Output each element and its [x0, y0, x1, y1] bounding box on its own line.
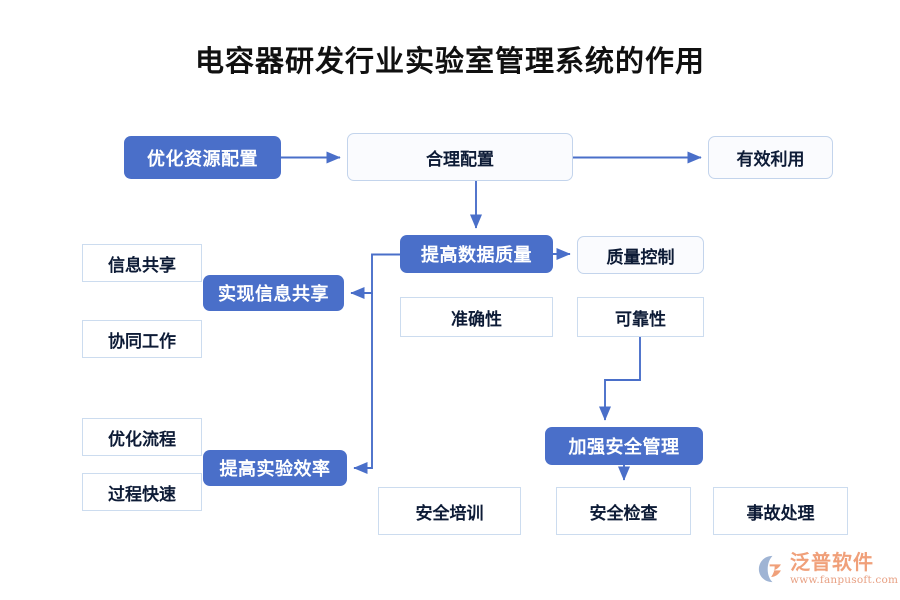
node-accident-handling[interactable]: 事故处理	[713, 487, 848, 535]
edge-dataquality-to-efficiency	[353, 293, 373, 475]
node-optimize-process[interactable]: 优化流程	[82, 418, 202, 456]
brand-words: 泛普软件 www.fanpusoft.com	[790, 552, 898, 586]
node-improve-experiment-efficiency[interactable]: 提高实验效率	[203, 450, 347, 486]
node-improve-data-quality[interactable]: 提高数据质量	[400, 235, 553, 273]
node-realize-information-sharing[interactable]: 实现信息共享	[203, 275, 344, 311]
node-information-sharing[interactable]: 信息共享	[82, 244, 202, 282]
node-collaborative-work[interactable]: 协同工作	[82, 320, 202, 358]
node-safety-training[interactable]: 安全培训	[378, 487, 521, 535]
node-safety-inspection[interactable]: 安全检查	[556, 487, 691, 535]
node-accuracy[interactable]: 准确性	[400, 297, 553, 337]
brand-url: www.fanpusoft.com	[790, 574, 899, 587]
node-reliability[interactable]: 可靠性	[577, 297, 704, 337]
page-title: 电容器研发行业实验室管理系统的作用	[194, 44, 705, 78]
node-quality-control[interactable]: 质量控制	[577, 236, 704, 274]
node-strengthen-safety-management[interactable]: 加强安全管理	[545, 427, 703, 465]
edge-dataquality-to-infoshare	[350, 253, 400, 300]
edge-reliability-to-safety	[598, 337, 641, 421]
fanpu-logo-icon	[758, 555, 781, 583]
node-fast-process[interactable]: 过程快速	[82, 473, 202, 511]
brand-watermark: 泛普软件 www.fanpusoft.com	[757, 547, 898, 591]
node-rational-allocation[interactable]: 合理配置	[347, 133, 573, 181]
node-effective-utilization[interactable]: 有效利用	[708, 136, 833, 179]
node-optimize-resource-allocation[interactable]: 优化资源配置	[124, 136, 281, 179]
brand-name: 泛普软件	[790, 550, 874, 575]
